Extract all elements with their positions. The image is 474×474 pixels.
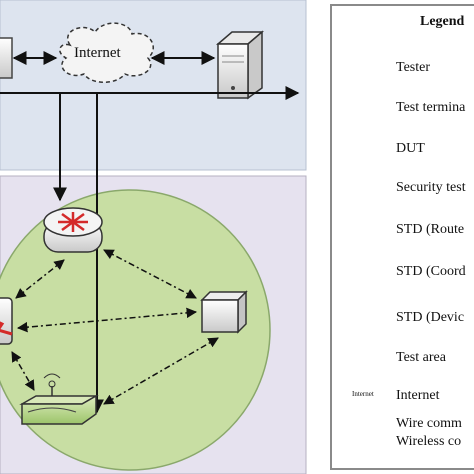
legend-label-wireless: Wireless co	[396, 434, 462, 449]
legend-title: Legend	[420, 14, 465, 29]
internet-label: Internet	[74, 45, 121, 61]
legend-label-std-router: STD (Route	[396, 222, 465, 237]
std-coordinator	[0, 297, 13, 345]
wireless-links	[11, 249, 219, 405]
legend-label-wire: Wire comm	[396, 416, 462, 431]
std-device	[19, 373, 99, 425]
std-router	[43, 207, 103, 253]
legend-label-test-area: Test area	[396, 350, 446, 365]
legend-label-tester: Tester	[396, 60, 431, 75]
legend-label-std-coordinator: STD (Coord	[396, 264, 466, 279]
dut-device	[200, 290, 248, 334]
legend-label-internet: Internet	[396, 388, 440, 403]
legend-label-dut: DUT	[396, 141, 425, 156]
legend-label-test-terminal: Test termina	[396, 100, 466, 115]
legend-label-security-test: Security test	[396, 180, 466, 195]
internet-cloud	[59, 22, 154, 83]
security-test-server	[215, 30, 265, 100]
legend-internet-icon-text: Internet	[352, 390, 374, 398]
legend	[330, 4, 474, 470]
test-terminal-partial	[0, 37, 13, 79]
legend-label-std-device: STD (Devic	[396, 310, 465, 325]
